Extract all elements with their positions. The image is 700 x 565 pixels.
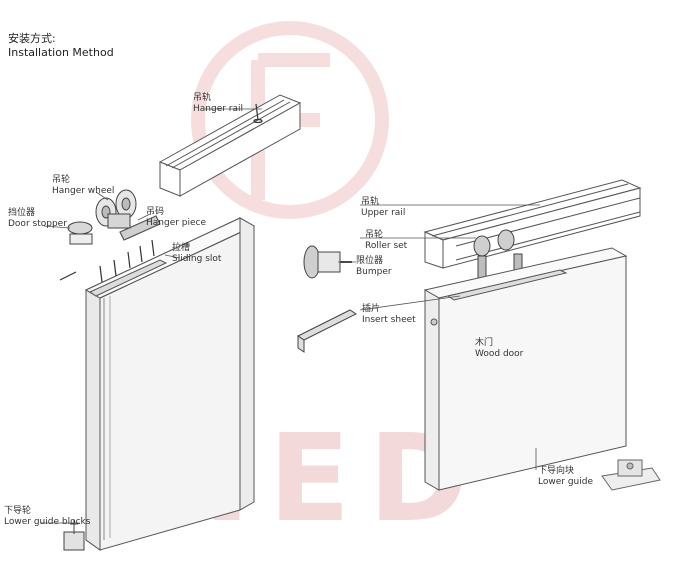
insert-sheet-part <box>297 309 357 353</box>
hanger-piece-screws <box>59 215 161 283</box>
wood-door-part <box>423 247 628 491</box>
label-bumper: 限位器 Bumper <box>356 256 392 277</box>
diagram-title: 安装方式: Installation Method <box>8 32 114 60</box>
label-upper-rail: 吊轨 Upper rail <box>361 197 406 218</box>
label-lower-guide-blocks: 下导轮 Lower guide blocks <box>4 506 91 527</box>
label-door-stopper: 挡位器 Door stopper <box>8 208 67 229</box>
rail-screw <box>253 103 263 124</box>
label-hanger-wheel: 吊轮 Hanger wheel <box>52 175 115 196</box>
label-insert-sheet: 插片 Insert sheet <box>362 304 416 325</box>
label-wood-door: 木门 Wood door <box>475 338 524 359</box>
title-cn: 安装方式: <box>8 32 56 45</box>
label-sliding-slot: 拉槽 Sliding slot <box>172 243 222 264</box>
left-leader-lines <box>40 108 262 524</box>
lower-guide-part <box>601 459 661 491</box>
label-hanger-rail: 吊轨 Hanger rail <box>193 93 244 114</box>
hanger-rail-part <box>158 94 302 197</box>
bumper-part <box>303 245 352 279</box>
door-stopper-part <box>67 221 93 245</box>
lower-guide-blocks-part <box>63 520 85 551</box>
label-roller-set: 吊轮 Roller set <box>365 230 408 251</box>
title-en: Installation Method <box>8 46 114 59</box>
left-door-slab <box>84 217 256 551</box>
label-hanger-piece: 吊码 Hanger piece <box>146 207 207 228</box>
label-lower-guide: 下导向块 Lower guide <box>538 466 593 487</box>
hanger-wheel-part <box>95 189 137 229</box>
right-leader-lines <box>338 204 540 470</box>
